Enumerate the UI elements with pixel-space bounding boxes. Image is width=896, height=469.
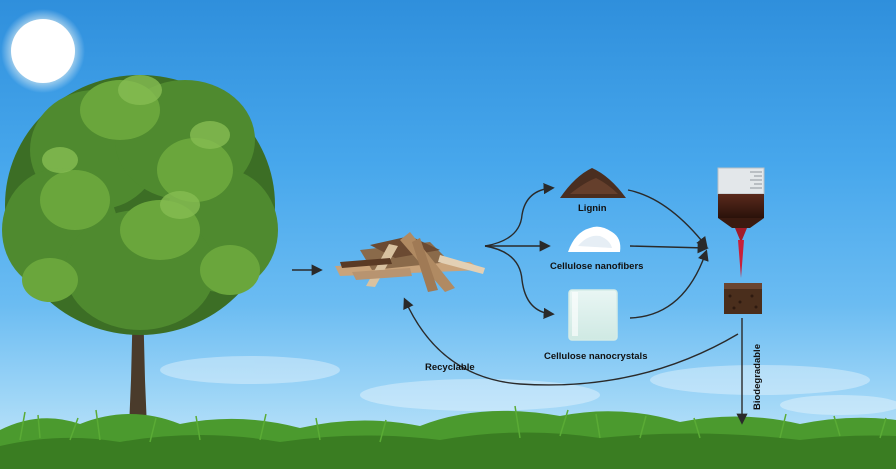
arrow-lignin-to-ink — [627, 189, 708, 249]
label-recyclable: Recyclable — [425, 362, 475, 373]
nanofibers-icon — [568, 226, 621, 252]
flow-arrows — [292, 183, 748, 425]
nanocrystals-beaker-icon — [568, 289, 618, 341]
label-cellulose-nanocrystals: Cellulose nanocrystals — [544, 351, 648, 362]
clouds — [160, 356, 896, 415]
arrow-wood-to-lignin — [484, 183, 555, 247]
arrow-nanocrystals-to-ink — [629, 249, 709, 319]
lignin-powder-icon — [560, 168, 626, 198]
arrow-recyclable — [403, 297, 739, 386]
wood-chips-icon — [335, 232, 485, 292]
label-biodegradable: Biodegradable — [752, 344, 763, 410]
arrow-wood-to-nanocrystals — [484, 245, 555, 319]
label-cellulose-nanofibers: Cellulose nanofibers — [550, 261, 644, 272]
grass — [0, 405, 896, 469]
syringe-icon — [717, 167, 765, 278]
label-lignin: Lignin — [578, 203, 607, 214]
tree-icon — [2, 75, 278, 428]
sun-icon — [1, 9, 85, 93]
printed-block-icon — [724, 283, 762, 314]
arrow-nanofibers-to-ink — [629, 242, 709, 254]
